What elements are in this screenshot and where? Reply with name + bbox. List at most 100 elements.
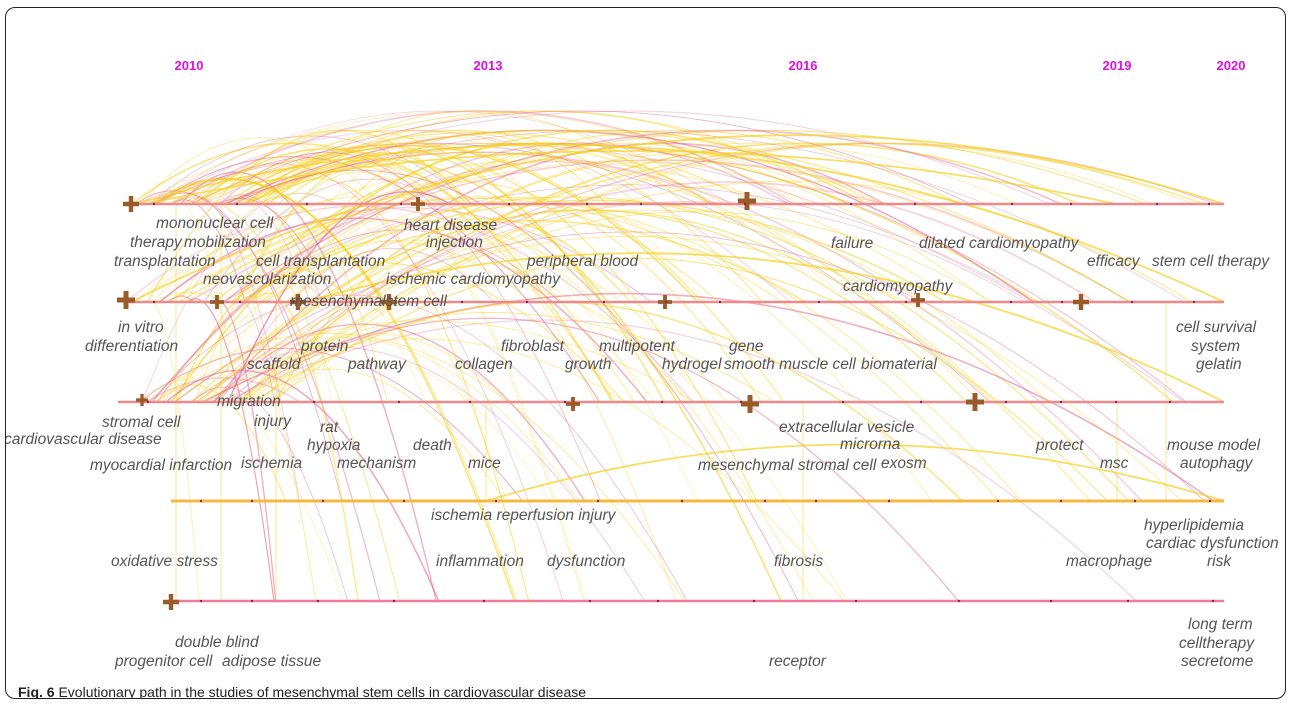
term-label: oxidative stress [111,553,218,570]
node-layer [117,192,1215,610]
evolution-timeline-diagram: 2010 2013 2016 2019 2020 mononuclear cel… [6,58,1279,670]
connection-arc [170,255,691,403]
cluster-node [123,196,139,212]
term-label: fibrosis [774,553,823,570]
connection-arc [204,311,776,403]
term-label: mononuclear cell [156,215,274,232]
term-label: risk [1207,553,1232,570]
lane-dot [146,400,150,404]
connection-arc [155,129,791,303]
connection-arc [275,133,607,303]
connection-arc [177,130,851,303]
connection-arc [241,332,508,403]
connection-arc [129,142,636,403]
term-label: peripheral blood [526,253,640,270]
connection-arc [228,151,699,502]
connection-arc [259,196,388,403]
connection-arc [170,142,712,403]
lane-dot [460,300,464,304]
lane-dot [919,400,923,404]
connection-arc [175,267,353,403]
connection-arc [194,110,876,205]
lane-dot [1168,400,1172,404]
lane-dot [680,499,684,503]
lane-dot [660,400,664,404]
cluster-node [163,594,179,610]
term-label: autophagy [1180,455,1254,472]
lane-dot [238,300,242,304]
cluster-node [117,291,135,309]
connection-arc [160,196,239,403]
lane-dot [817,300,821,304]
term-label: in vitro [118,319,164,336]
lane-dot [316,599,320,603]
connection-arc [201,292,1214,502]
lane-dot [849,202,853,206]
term-label: ischemia reperfusion injury [431,507,617,524]
connection-arc [139,110,800,205]
connection-arc [153,193,343,502]
lane-dot [1049,599,1053,603]
connection-arc [132,142,616,403]
term-label: pathway [347,356,407,373]
lane-dot [602,300,606,304]
connection-arc [142,193,336,403]
term-label: mechanism [337,455,416,472]
cluster-node [966,393,984,411]
connection-arc [196,235,1183,502]
connection-arc [261,161,812,403]
connection-arc [231,180,763,403]
lane-dot [402,499,406,503]
connection-arc [225,273,326,303]
connection-arc [165,369,440,602]
term-label: cardiovascular disease [6,431,162,448]
lane-dot [1059,499,1063,503]
lane-dot [305,202,309,206]
connection-arc [229,317,959,602]
year-label-2013: 2013 [474,58,503,73]
lane-dot [494,499,498,503]
lane-dot [399,202,403,206]
term-label: cell transplantation [256,253,385,270]
connection-arc [253,301,964,502]
term-label: stem cell therapy [1152,253,1270,270]
lane-dot [1060,300,1064,304]
connection-arc [203,178,445,303]
connection-arc [237,368,506,502]
lane-dot [397,400,401,404]
connection-arc [155,156,600,403]
connection-arc [191,346,645,602]
connection-arc [167,196,401,602]
connection-arc [156,229,561,403]
lane-dot [468,400,472,404]
connection-arc [194,171,421,403]
connection-arc [305,252,1225,403]
connection-arc [167,295,195,303]
term-label: celltherapy [1179,635,1255,652]
term-label: cell survival [1176,319,1257,336]
connection-arc [219,247,495,403]
lane-dot [854,599,858,603]
connection-arc [183,129,1131,303]
cluster-node [738,192,756,210]
lane-dot [321,499,325,503]
term-label: scaffold [247,356,302,373]
term-label: collagen [455,356,513,373]
year-label-2016: 2016 [789,58,818,73]
connection-arc [223,151,1143,502]
term-label: efficacy [1087,253,1141,270]
connection-arc [198,129,601,303]
term-label: secretome [1181,653,1254,670]
connection-arc [172,110,795,205]
term-label: dilated cardiomyopathy [919,235,1080,252]
lane-dot [718,300,722,304]
term-label: macrophage [1066,553,1153,570]
term-label: myocardial infarction [90,457,232,474]
connection-arc [245,136,641,205]
connection-arc [168,158,814,602]
connection-arc [227,190,451,403]
lane-dot [1009,300,1013,304]
connection-arc [225,319,1137,602]
term-label: mesenchymal stromal cell [698,457,877,474]
connection-arc [222,129,1062,303]
